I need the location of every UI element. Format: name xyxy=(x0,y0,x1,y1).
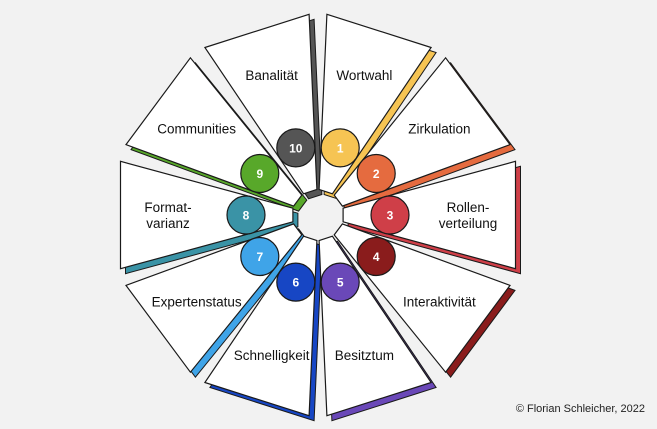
segment-4-number: 4 xyxy=(373,250,380,264)
segment-3-badge: 3 xyxy=(370,195,410,235)
segment-1-label: Wortwahl xyxy=(336,68,392,83)
segment-8-label: Format-varianz xyxy=(144,200,191,231)
segment-4-badge: 4 xyxy=(356,236,396,277)
segment-1-badge: 1 xyxy=(320,128,360,168)
segment-3-label: Rollen-verteilung xyxy=(439,200,498,231)
segment-2-number: 2 xyxy=(373,167,380,181)
segment-3-number: 3 xyxy=(387,209,394,223)
segment-5-label: Besitztum xyxy=(335,348,394,363)
segment-5-badge: 5 xyxy=(320,262,360,302)
segment-10-number: 10 xyxy=(289,141,303,155)
segment-7-number: 7 xyxy=(256,250,263,264)
segment-1-number: 1 xyxy=(337,141,344,155)
segment-9-label: Communities xyxy=(157,122,236,137)
copyright-notice: © Florian Schleicher, 2022 xyxy=(515,403,645,415)
segment-2-badge: 2 xyxy=(356,153,396,194)
segment-5-number: 5 xyxy=(337,276,344,290)
segment-2-label: Zirkulation xyxy=(408,122,470,137)
segment-4-label: Interaktivität xyxy=(403,294,476,309)
segment-10-badge: 10 xyxy=(276,128,316,168)
segment-6-badge: 6 xyxy=(276,262,316,302)
segment-9-badge: 9 xyxy=(240,153,280,194)
segment-9-number: 9 xyxy=(256,167,263,181)
segment-8-badge: 8 xyxy=(226,195,266,235)
segment-6-label: Schnelligkeit xyxy=(234,348,310,363)
segment-10-label: Banalität xyxy=(245,68,298,83)
segment-6-number: 6 xyxy=(292,276,299,290)
segment-7-badge: 7 xyxy=(240,236,280,277)
segment-7-label: Expertenstatus xyxy=(152,294,242,309)
segment-8-panel xyxy=(119,160,294,270)
segment-8-number: 8 xyxy=(243,209,250,223)
segment-3-panel xyxy=(342,160,517,270)
